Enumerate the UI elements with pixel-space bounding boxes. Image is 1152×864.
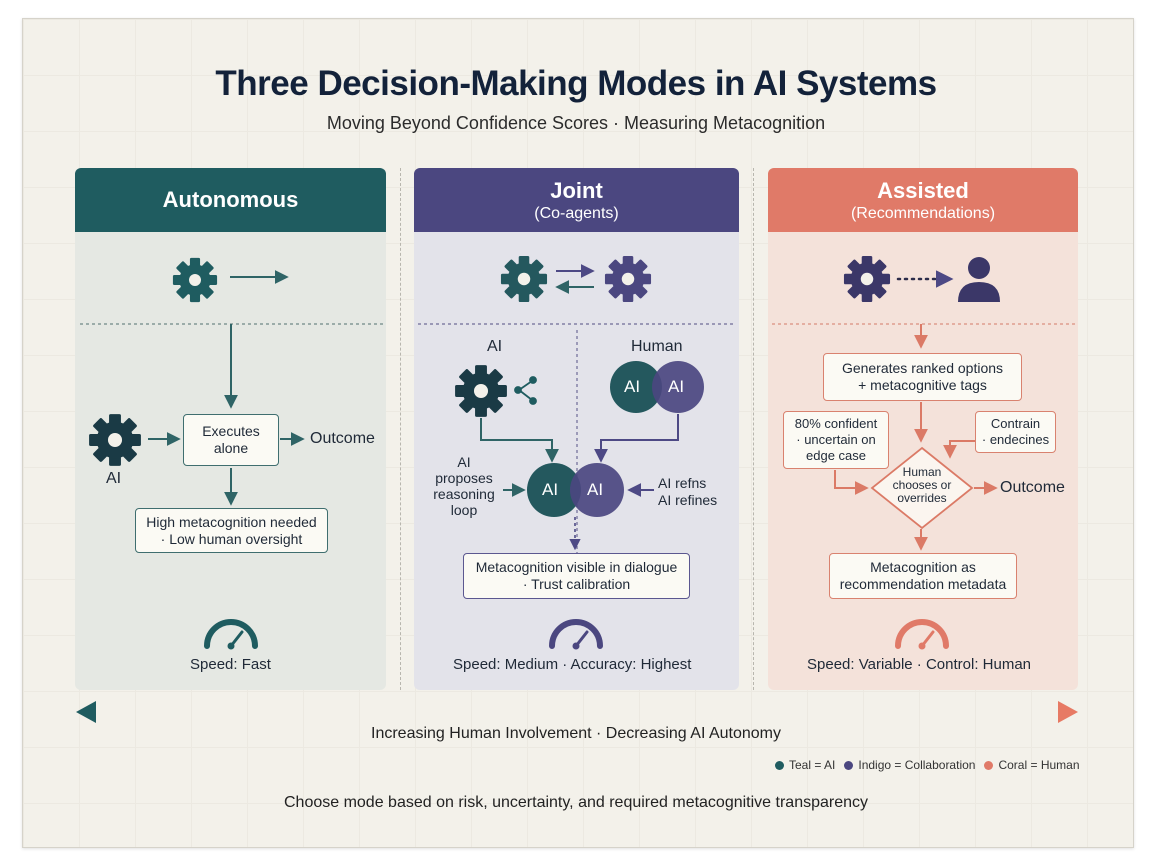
divider-1 <box>400 168 401 690</box>
box-line: Contrain <box>990 416 1041 431</box>
text-line: AI refines <box>658 492 718 508</box>
footer-note: Choose mode based on risk, uncertainty, … <box>283 794 869 811</box>
arrow-ai-to-merge <box>480 418 559 463</box>
venn-human <box>610 361 704 413</box>
assisted-speed-label: Speed: Variable · Control: Human <box>807 656 1032 673</box>
legend-coral: Coral = Human <box>998 758 1080 772</box>
venn-merged-right-label: AI <box>587 480 604 499</box>
assisted-outcome-label: Outcome <box>1000 479 1065 496</box>
legend-dot-teal <box>775 760 784 770</box>
ranked-options-box: Generates ranked options + metacognitive… <box>823 353 1022 401</box>
text-line: AI <box>457 454 471 470</box>
text-line: Human <box>902 465 942 479</box>
panel-header-autonomous: Autonomous <box>75 168 386 232</box>
joint-note-box: Metacognition visible in dialogue · Trus… <box>463 553 690 599</box>
autonomous-ai-label: AI <box>106 470 122 487</box>
text-line: chooses or <box>892 478 952 492</box>
person-icon <box>958 257 1000 302</box>
panel-header-assisted: Assisted (Recommendations) <box>768 168 1078 232</box>
panel-title-joint: Joint <box>550 178 603 203</box>
legend-teal: Teal = AI <box>789 758 836 772</box>
legend-dot-indigo <box>844 760 854 770</box>
venn-human-right-label: AI <box>668 377 685 396</box>
page-subtitle: Moving Beyond Confidence Scores · Measur… <box>326 113 826 133</box>
autonomous-note-box: High metacognition needed · Low human ov… <box>135 508 328 553</box>
panel-header-joint: Joint (Co-agents) <box>414 168 739 232</box>
panel-subtitle-assisted: (Recommendations) <box>850 205 996 222</box>
box-line: Metacognition as <box>870 559 976 575</box>
box-line: Executes <box>202 423 260 439</box>
joint-left-text: AI proposes reasoning loop <box>424 454 504 518</box>
speedometer-icon-assisted <box>895 619 949 649</box>
joint-right-text: AI refns AI refines <box>658 475 717 509</box>
speedometer-icon-autonomous <box>204 619 258 649</box>
joint-ai-label: AI <box>487 338 503 355</box>
box-line: · uncertain on <box>796 432 876 447</box>
box-line: · Trust calibration <box>522 576 631 592</box>
legend-dot-coral <box>984 760 994 770</box>
gear-icon-ai <box>89 414 141 466</box>
page-title: Three Decision-Making Modes in AI System… <box>215 64 937 103</box>
arrow-human-to-merge <box>594 414 679 463</box>
box-line: 80% confident <box>794 416 878 431</box>
confidence-box: 80% confident · uncertain on edge case <box>783 411 889 469</box>
box-line: Generates ranked options <box>841 360 1004 376</box>
joint-human-label: Human <box>631 338 683 355</box>
box-line: + metacognitive tags <box>858 377 987 393</box>
panel-title-autonomous: Autonomous <box>162 187 299 212</box>
gear-icon-assisted <box>843 255 891 303</box>
joint-speed-label: Speed: Medium · Accuracy: Highest <box>453 656 692 673</box>
divider-2 <box>753 168 754 690</box>
autonomous-speed-label: Speed: Fast <box>190 656 271 673</box>
legend-indigo: Indigo = Collaboration <box>858 758 976 772</box>
venn-merged <box>527 463 624 517</box>
box-line: recommendation metadata <box>839 576 1007 592</box>
axis-label: Increasing Human Involvement · Decreasin… <box>371 725 781 742</box>
contrain-box: Contrain · endecines <box>975 411 1056 453</box>
involvement-axis-arrow <box>76 701 1078 723</box>
box-line: · endecines <box>981 432 1050 447</box>
speedometer-icon-joint <box>549 619 603 649</box>
autonomous-outcome-label: Outcome <box>310 430 375 447</box>
text-line: AI refns <box>658 475 707 491</box>
gear-icon-joint-right <box>604 255 652 303</box>
executes-alone-box: Executes alone <box>183 414 279 466</box>
text-line: loop <box>450 502 478 518</box>
assisted-note-box: Metacognition as recommendation metadata <box>829 553 1017 599</box>
decision-diamond-text: Human chooses or overrides <box>886 466 958 505</box>
venn-human-left-label: AI <box>624 377 641 396</box>
venn-merged-left-label: AI <box>542 480 559 499</box>
gear-icon-joint-left <box>500 255 548 303</box>
box-line: Metacognition visible in dialogue <box>475 559 678 575</box>
box-line: edge case <box>806 448 866 463</box>
box-line: · Low human oversight <box>160 530 303 547</box>
gear-icon-joint-ai <box>455 365 507 417</box>
box-line: High metacognition needed <box>146 513 317 530</box>
panel-subtitle-joint: (Co-agents) <box>534 205 619 222</box>
share-icon <box>514 376 537 405</box>
gear-icon <box>172 257 218 303</box>
text-line: reasoning <box>433 486 495 502</box>
panel-title-assisted: Assisted <box>877 178 969 203</box>
decision-diamond <box>870 446 974 530</box>
legend: Teal = AI Indigo = Collaboration Coral =… <box>775 758 1080 772</box>
text-line: proposes <box>435 470 493 486</box>
text-line: overrides <box>897 491 947 505</box>
box-line: alone <box>213 440 249 456</box>
